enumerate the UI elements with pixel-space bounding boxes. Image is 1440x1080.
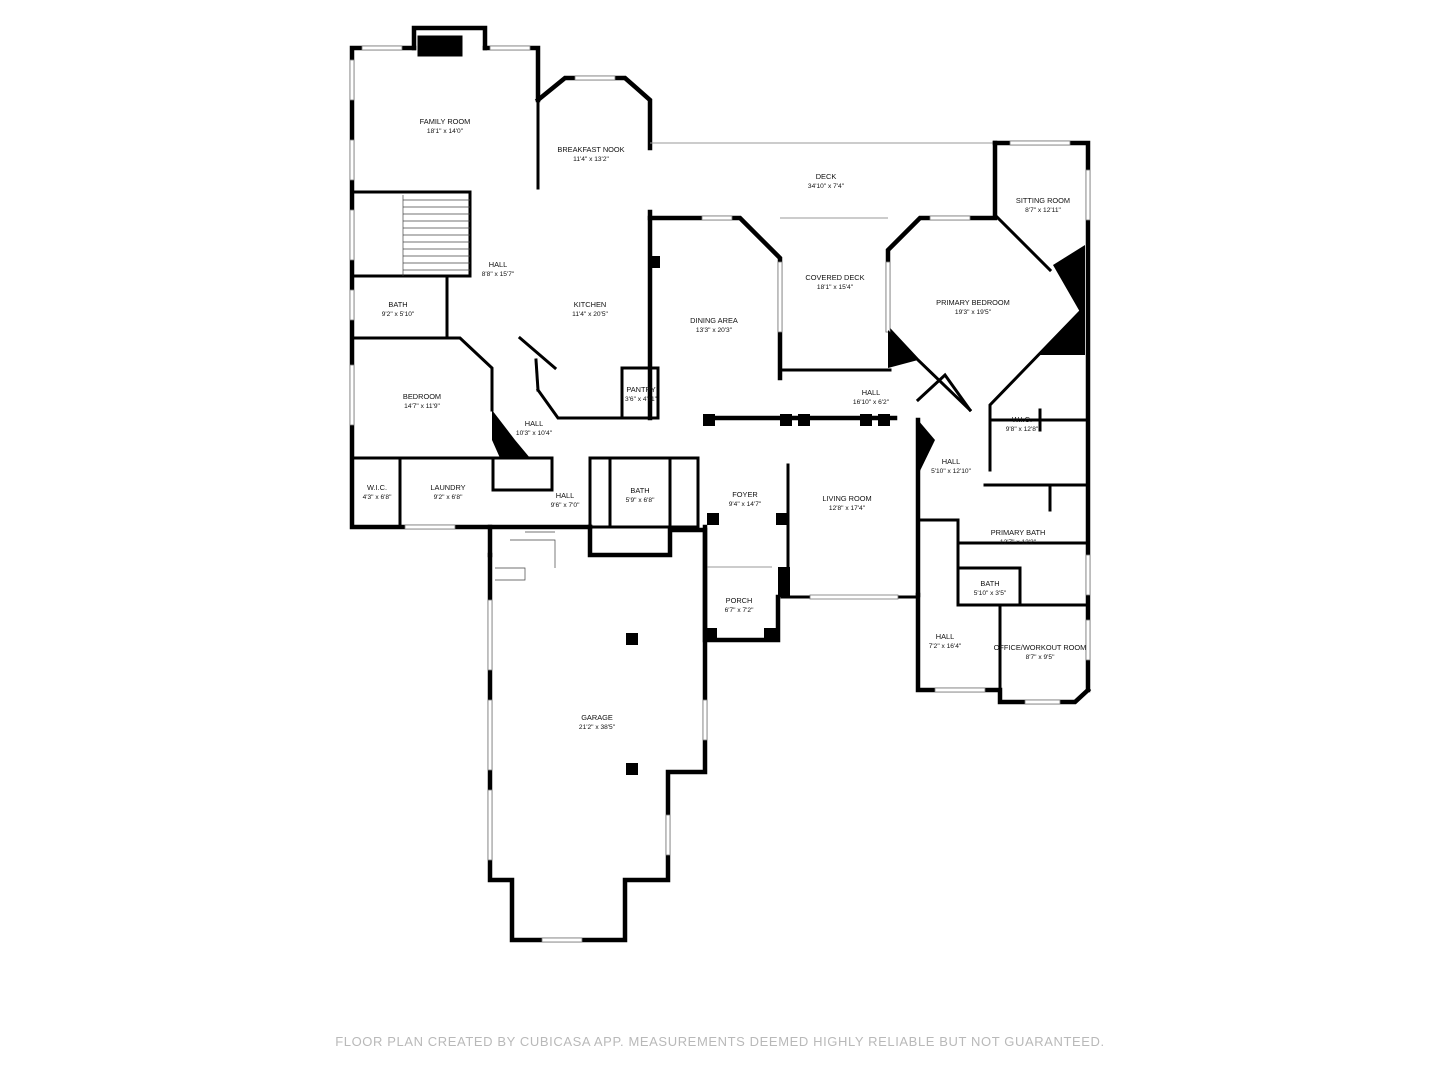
room-name-wic-right: W.I.C. bbox=[1012, 415, 1032, 424]
room-dim-hall-left: 10'3" x 10'4" bbox=[516, 430, 553, 437]
room-dim-hall-center: 16'10" x 6'2" bbox=[853, 399, 890, 406]
columns bbox=[417, 35, 1085, 775]
room-name-sitting-room: SITTING ROOM bbox=[1016, 196, 1070, 205]
room-dim-bath-1: 9'2" x 5'10" bbox=[382, 311, 415, 318]
room-name-bath-3: BATH bbox=[980, 579, 999, 588]
room-name-primary-bath: PRIMARY BATH bbox=[991, 528, 1046, 537]
room-dim-covered-deck: 18'1" x 15'4" bbox=[817, 284, 854, 291]
room-dim-living-room: 12'8" x 17'4" bbox=[829, 505, 866, 512]
room-name-bath-2: BATH bbox=[630, 486, 649, 495]
room-dim-primary-bath: 12'7" x 12'2" bbox=[1000, 539, 1037, 546]
room-dim-family-room: 18'1" x 14'0" bbox=[427, 128, 464, 135]
disclaimer-footer: FLOOR PLAN CREATED BY CUBICASA APP. MEAS… bbox=[335, 1034, 1105, 1049]
room-dim-hall-right: 5'10" x 12'10" bbox=[931, 468, 971, 475]
room-name-family-room: FAMILY ROOM bbox=[420, 117, 471, 126]
room-name-covered-deck: COVERED DECK bbox=[805, 273, 864, 282]
room-dim-dining-area: 13'3" x 20'3" bbox=[696, 327, 733, 334]
room-dim-porch: 6'7" x 7'2" bbox=[725, 607, 754, 614]
room-dim-wic-left: 4'3" x 6'8" bbox=[363, 494, 392, 501]
room-dim-hall-laundry: 9'6" x 7'0" bbox=[551, 502, 580, 509]
room-name-hall-center: HALL bbox=[862, 388, 881, 397]
room-name-hall-lower: HALL bbox=[936, 632, 955, 641]
room-dim-laundry: 9'2" x 6'8" bbox=[434, 494, 463, 501]
room-dim-foyer: 9'4" x 14'7" bbox=[729, 501, 762, 508]
room-name-bath-1: BATH bbox=[388, 300, 407, 309]
room-name-porch: PORCH bbox=[726, 596, 753, 605]
room-name-deck: DECK bbox=[816, 172, 837, 181]
room-name-breakfast-nook: BREAKFAST NOOK bbox=[557, 145, 624, 154]
room-name-hall-right: HALL bbox=[942, 457, 961, 466]
room-dim-bath-2: 5'9" x 6'8" bbox=[626, 497, 655, 504]
room-dim-office: 8'7" x 9'5" bbox=[1026, 654, 1055, 661]
room-dim-bedroom: 14'7" x 11'9" bbox=[404, 403, 440, 410]
room-name-laundry: LAUNDRY bbox=[430, 483, 465, 492]
room-name-living-room: LIVING ROOM bbox=[822, 494, 871, 503]
stairs bbox=[402, 195, 556, 581]
room-dim-deck: 34'10" x 7'4" bbox=[808, 183, 845, 190]
room-dim-kitchen: 11'4" x 20'5" bbox=[572, 311, 608, 318]
room-name-foyer: FOYER bbox=[732, 490, 757, 499]
room-name-wic-left: W.I.C. bbox=[367, 483, 387, 492]
room-name-hall-left: HALL bbox=[525, 419, 544, 428]
room-dim-hall-lower: 7'2" x 16'4" bbox=[929, 643, 962, 650]
room-dim-hall-upper: 8'8" x 15'7" bbox=[482, 271, 515, 278]
room-name-primary-bedroom: PRIMARY BEDROOM bbox=[936, 298, 1010, 307]
windows bbox=[349, 45, 1091, 943]
room-dim-garage: 21'2" x 38'5" bbox=[579, 724, 616, 731]
room-dim-bath-3: 5'10" x 3'5" bbox=[974, 590, 1007, 597]
room-name-garage: GARAGE bbox=[581, 713, 613, 722]
room-name-pantry: PANTRY bbox=[626, 385, 655, 394]
room-name-hall-laundry: HALL bbox=[556, 491, 575, 500]
room-dim-pantry: 3'6" x 4'11" bbox=[625, 396, 658, 403]
room-name-dining-area: DINING AREA bbox=[690, 316, 738, 325]
room-dim-wic-right: 9'8" x 12'8" bbox=[1006, 426, 1039, 433]
room-name-bedroom: BEDROOM bbox=[403, 392, 441, 401]
room-dim-primary-bedroom: 19'3" x 19'5" bbox=[955, 309, 992, 316]
room-labels: FAMILY ROOM 18'1" x 14'0" BREAKFAST NOOK… bbox=[363, 117, 1087, 731]
room-dim-breakfast-nook: 11'4" x 13'2" bbox=[573, 156, 609, 163]
room-dim-sitting-room: 8'7" x 12'11" bbox=[1025, 207, 1061, 214]
room-name-hall-upper: HALL bbox=[489, 260, 508, 269]
room-name-kitchen: KITCHEN bbox=[574, 300, 606, 309]
room-name-office: OFFICE/WORKOUT ROOM bbox=[994, 643, 1087, 652]
